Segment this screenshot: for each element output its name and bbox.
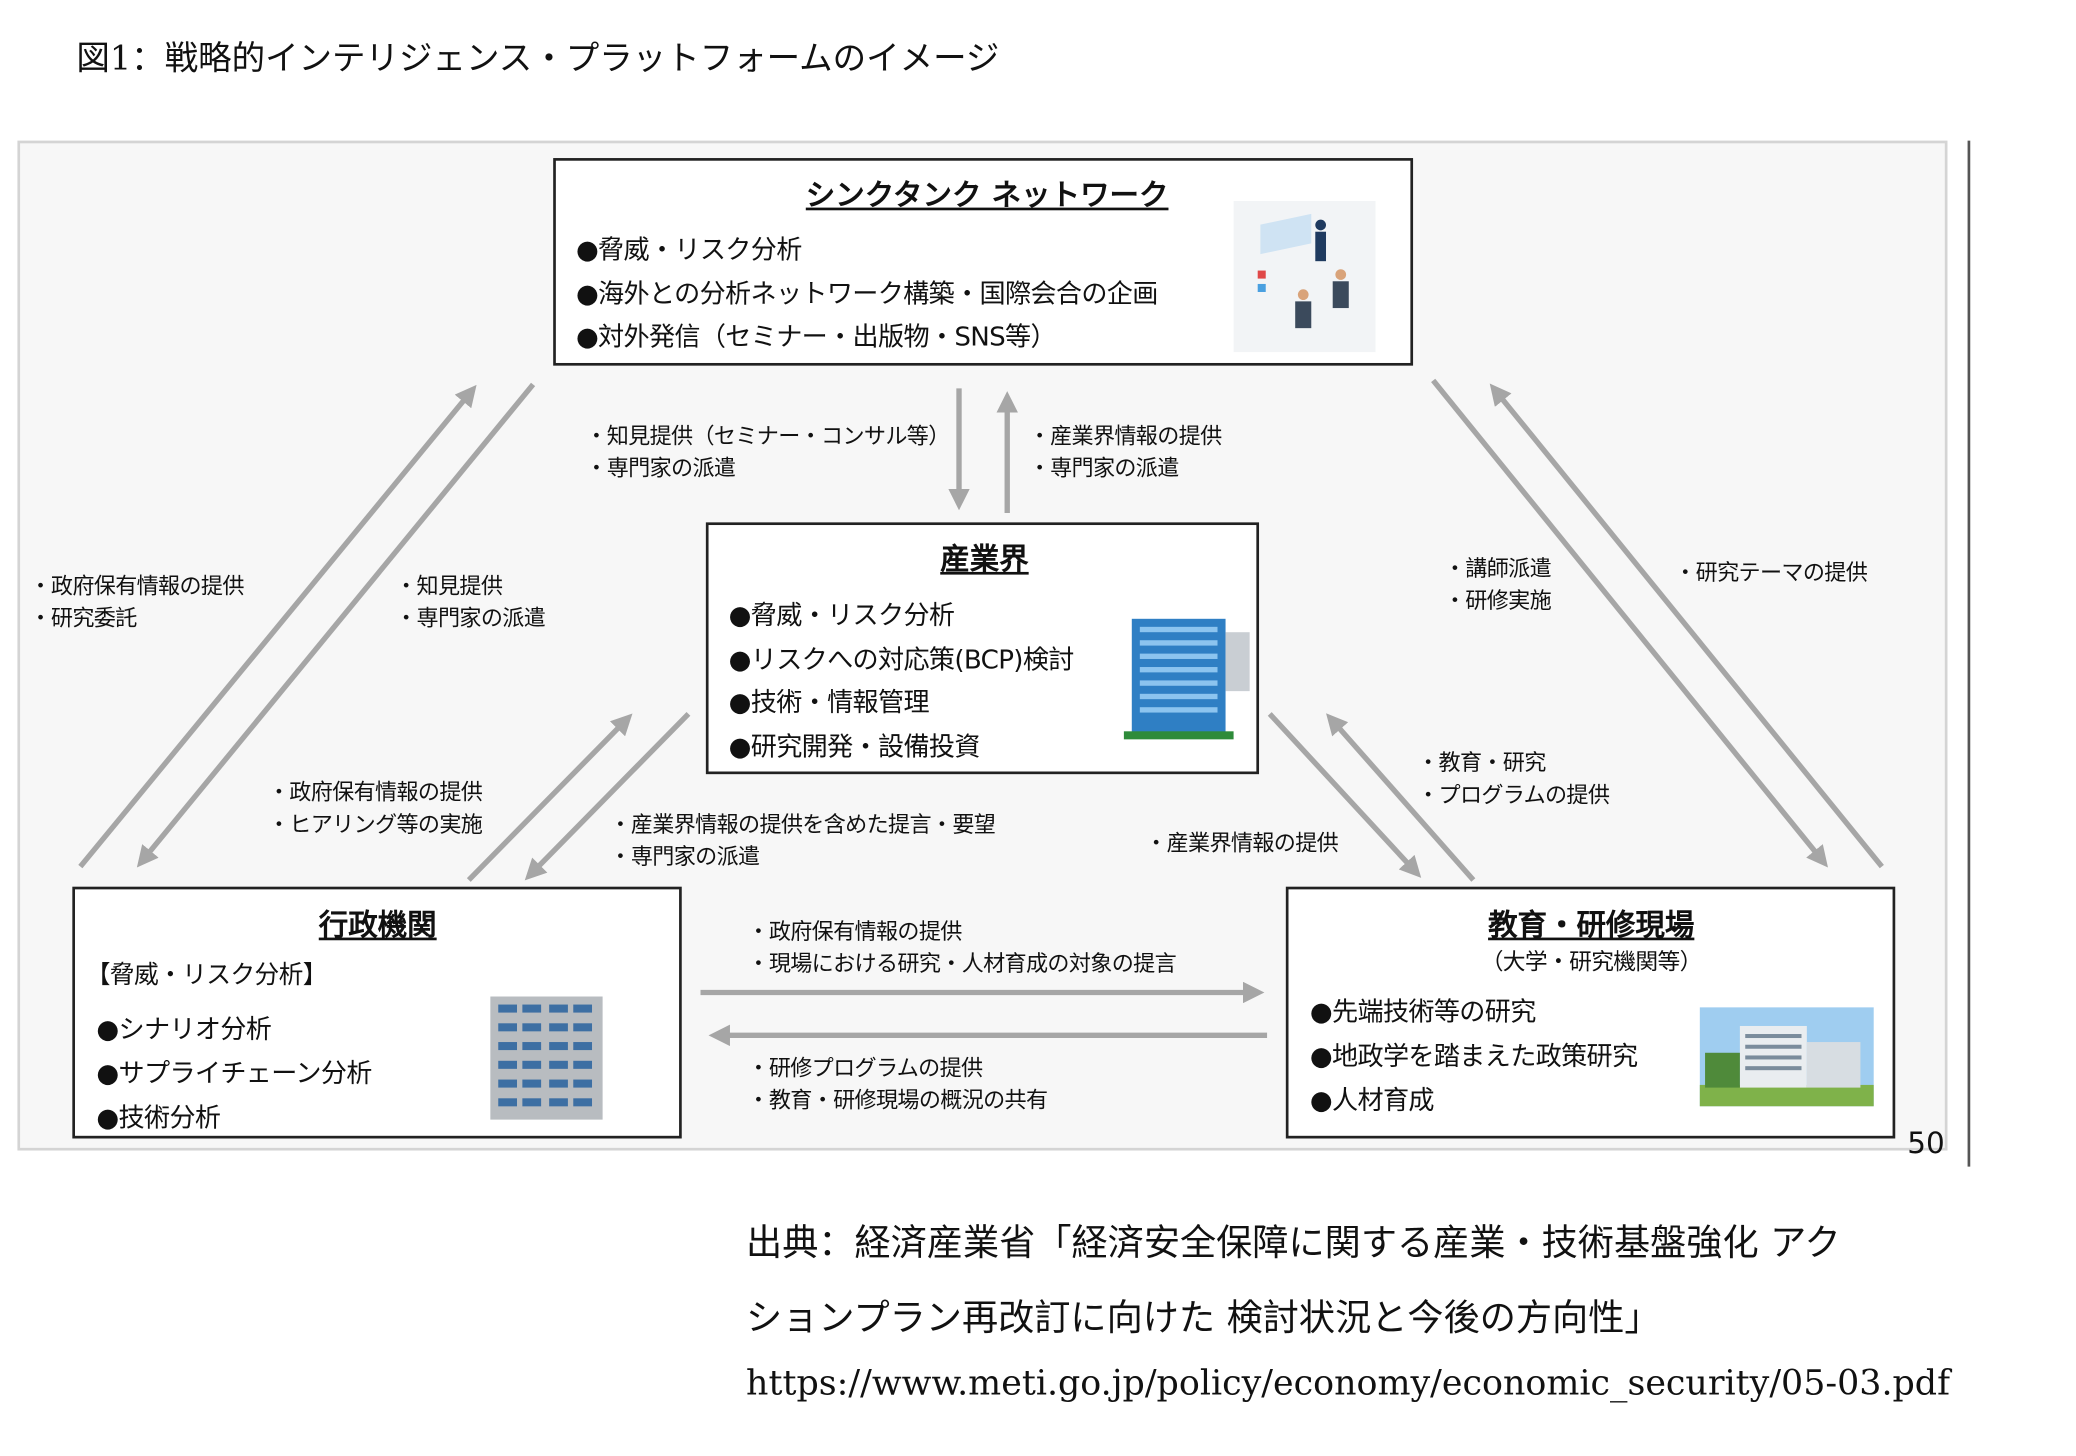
label-edu-to-tt: ・研究テーマの提供 xyxy=(1674,557,1868,589)
education-item: ●先端技術等の研究 xyxy=(1309,996,1536,1028)
page-number: 50 xyxy=(1907,1127,1945,1162)
label-line: ・知見提供（セミナー・コンサル等） xyxy=(585,423,950,449)
industry-item: ●研究開発・設備投資 xyxy=(728,731,981,763)
label-edu-to-gov: ・研修プログラムの提供・教育・研修現場の概況の共有 xyxy=(747,1053,1048,1117)
university-photo-icon xyxy=(1699,1007,1874,1107)
label-edu-to-industry: ・教育・研究・プログラムの提供 xyxy=(1417,747,1610,811)
government-item: ●シナリオ分析 xyxy=(96,1013,272,1045)
label-line: ・現場における研究・人材育成の対象の提言 xyxy=(747,950,1176,977)
label-line: ・研修実施 xyxy=(1443,587,1552,614)
label-line: ・研究委託 xyxy=(29,605,137,631)
source-line-2: ションプラン再改訂に向けた 検討状況と今後の方向性」 xyxy=(746,1297,1661,1340)
label-line: ・政府保有情報の提供 xyxy=(29,573,244,599)
arrow-tt-to-edu xyxy=(1431,378,1828,868)
source-line-1: 出典：経済産業省「経済安全保障に関する産業・技術基盤強化 アク xyxy=(746,1222,1841,1265)
label-line: ・専門家の派遣 xyxy=(395,605,546,631)
label-line: ・産業界情報の提供 xyxy=(1145,830,1339,856)
label-line: ・研究テーマの提供 xyxy=(1674,559,1868,586)
education-title: 教育・研修現場 xyxy=(1488,909,1695,943)
label-line: ・政府保有情報の提供 xyxy=(267,779,483,805)
think-tank-item: ●海外との分析ネットワーク構築・国際会合の企画 xyxy=(575,278,1158,310)
arrow-ind-to-edu xyxy=(1267,712,1422,878)
industry-item: ●脅威・リスク分析 xyxy=(728,600,955,631)
arrow-gov-to-tt xyxy=(78,384,477,869)
think-tank-box: シンクタンク ネットワーク ●脅威・リスク分析 ●海外との分析ネットワーク構築・… xyxy=(553,158,1414,366)
think-tank-title: シンクタンク ネットワーク xyxy=(805,179,1169,213)
government-item: ●技術分析 xyxy=(96,1102,221,1134)
think-tank-item: ●脅威・リスク分析 xyxy=(575,234,802,266)
industry-item: ●技術・情報管理 xyxy=(728,687,930,718)
figure-title: 図1：戦略的インテリジェンス・プラットフォームのイメージ xyxy=(76,38,1000,78)
label-line: ・専門家の派遣 xyxy=(609,843,760,870)
label-line: ・講師派遣 xyxy=(1443,555,1552,582)
label-line: ・プログラムの提供 xyxy=(1417,782,1610,808)
label-gov-to-edu: ・政府保有情報の提供・現場における研究・人材育成の対象の提言 xyxy=(747,916,1176,980)
office-building-icon xyxy=(1123,618,1250,740)
label-gov-to-tt: ・政府保有情報の提供・研究委託 xyxy=(29,571,244,635)
label-line: ・政府保有情報の提供 xyxy=(747,918,962,945)
divider-line xyxy=(1967,140,1971,1167)
source-url: https://www.meti.go.jp/policy/economy/ec… xyxy=(746,1363,1950,1404)
government-item: ●サプライチェーン分析 xyxy=(96,1058,372,1089)
meeting-illustration-icon xyxy=(1233,200,1376,353)
industry-title: 産業界 xyxy=(940,543,1029,578)
label-line: ・研修プログラムの提供 xyxy=(747,1055,983,1081)
label-line: ・専門家の派遣 xyxy=(1028,455,1180,481)
education-subtitle: （大学・研究機関等） xyxy=(1480,949,1703,977)
government-building-icon xyxy=(490,996,603,1120)
label-line: ・教育・研修現場の概況の共有 xyxy=(747,1087,1048,1114)
label-industry-to-tt: ・産業界情報の提供・専門家の派遣 xyxy=(1028,421,1223,485)
arrow-edu-to-tt xyxy=(1489,383,1884,869)
label-industry-to-edu: ・産業界情報の提供 xyxy=(1145,828,1339,860)
industry-item: ●リスクへの対応策(BCP)検討 xyxy=(728,644,1075,676)
label-industry-to-gov: ・産業界情報の提供を含めた提言・要望・専門家の派遣 xyxy=(609,809,995,873)
label-line: ・専門家の派遣 xyxy=(585,455,736,481)
arrow-tt-to-gov xyxy=(136,382,536,868)
government-box: 行政機関 【脅威・リスク分析】 ●シナリオ分析 ●サプライチェーン分析 ●技術分… xyxy=(72,886,682,1139)
arrow-ind-to-gov xyxy=(524,712,691,881)
education-item: ●地政学を踏まえた政策研究 xyxy=(1309,1040,1638,1072)
label-tt-to-edu: ・講師派遣・研修実施 xyxy=(1443,553,1552,617)
label-line: ・産業界情報の提供 xyxy=(1028,423,1223,449)
label-line: ・産業界情報の提供を含めた提言・要望 xyxy=(609,811,996,838)
government-subtitle: 【脅威・リスク分析】 xyxy=(85,961,328,990)
arrow-edu-to-ind xyxy=(1326,713,1476,882)
label-line: ・教育・研究 xyxy=(1417,750,1546,776)
label-gov-to-industry: ・政府保有情報の提供・ヒアリング等の実施 xyxy=(267,777,483,841)
education-item: ●人材育成 xyxy=(1309,1084,1435,1116)
arrow-gov-to-ind xyxy=(466,713,633,882)
label-tt-to-gov: ・知見提供・専門家の派遣 xyxy=(395,571,546,635)
government-title: 行政機関 xyxy=(318,909,437,943)
education-box: 教育・研修現場 （大学・研究機関等） ●先端技術等の研究 ●地政学を踏まえた政策… xyxy=(1285,886,1896,1139)
think-tank-item: ●対外発信（セミナー・出版物・SNS等） xyxy=(575,321,1057,353)
industry-box: 産業界 ●脅威・リスク分析 ●リスクへの対応策(BCP)検討 ●技術・情報管理 … xyxy=(705,522,1260,775)
label-line: ・知見提供 xyxy=(395,573,503,599)
label-line: ・ヒアリング等の実施 xyxy=(267,811,483,838)
label-tt-to-industry: ・知見提供（セミナー・コンサル等） ・専門家の派遣 xyxy=(585,421,950,485)
